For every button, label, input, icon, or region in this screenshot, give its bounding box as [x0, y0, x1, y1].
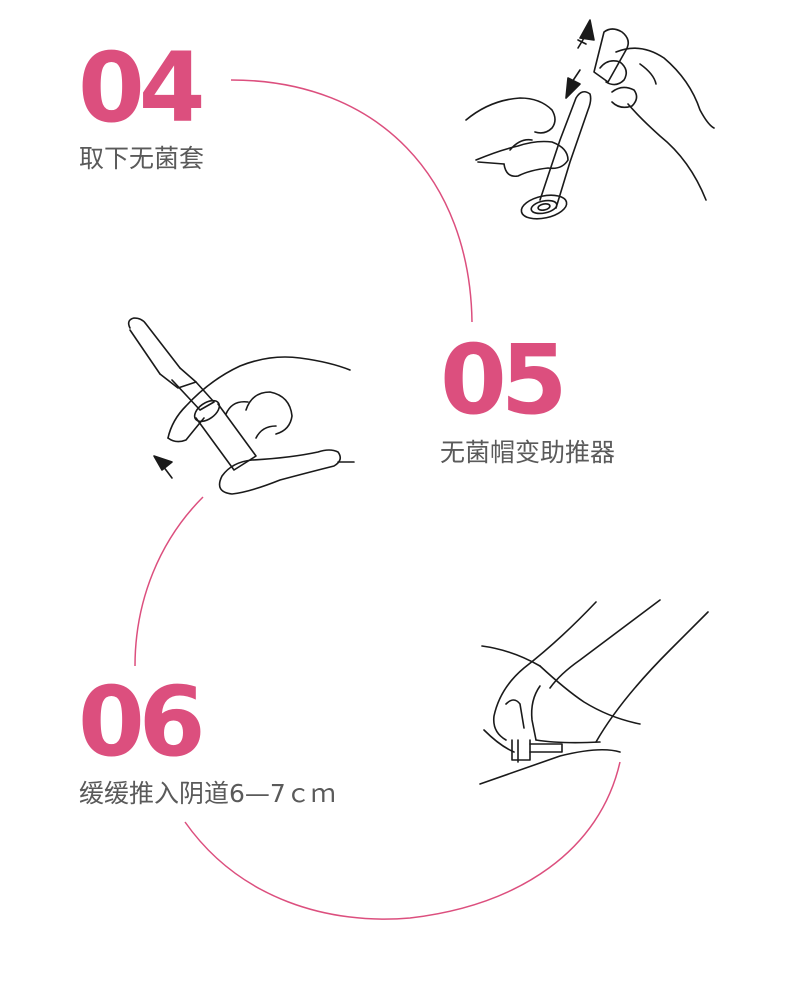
curve-to-06 — [134, 496, 204, 667]
curve-04-to-05 — [230, 79, 473, 323]
step-number-06: 06 — [78, 666, 206, 778]
step-caption-05: 无菌帽变助推器 — [440, 438, 616, 467]
step-number-04: 04 — [78, 32, 206, 144]
step-number-05: 05 — [440, 324, 568, 436]
step-caption-04: 取下无菌套 — [79, 144, 205, 173]
curve-06-around — [184, 761, 621, 920]
step-caption-06: 缓缓推入阴道6—7ｃｍ — [79, 779, 336, 808]
